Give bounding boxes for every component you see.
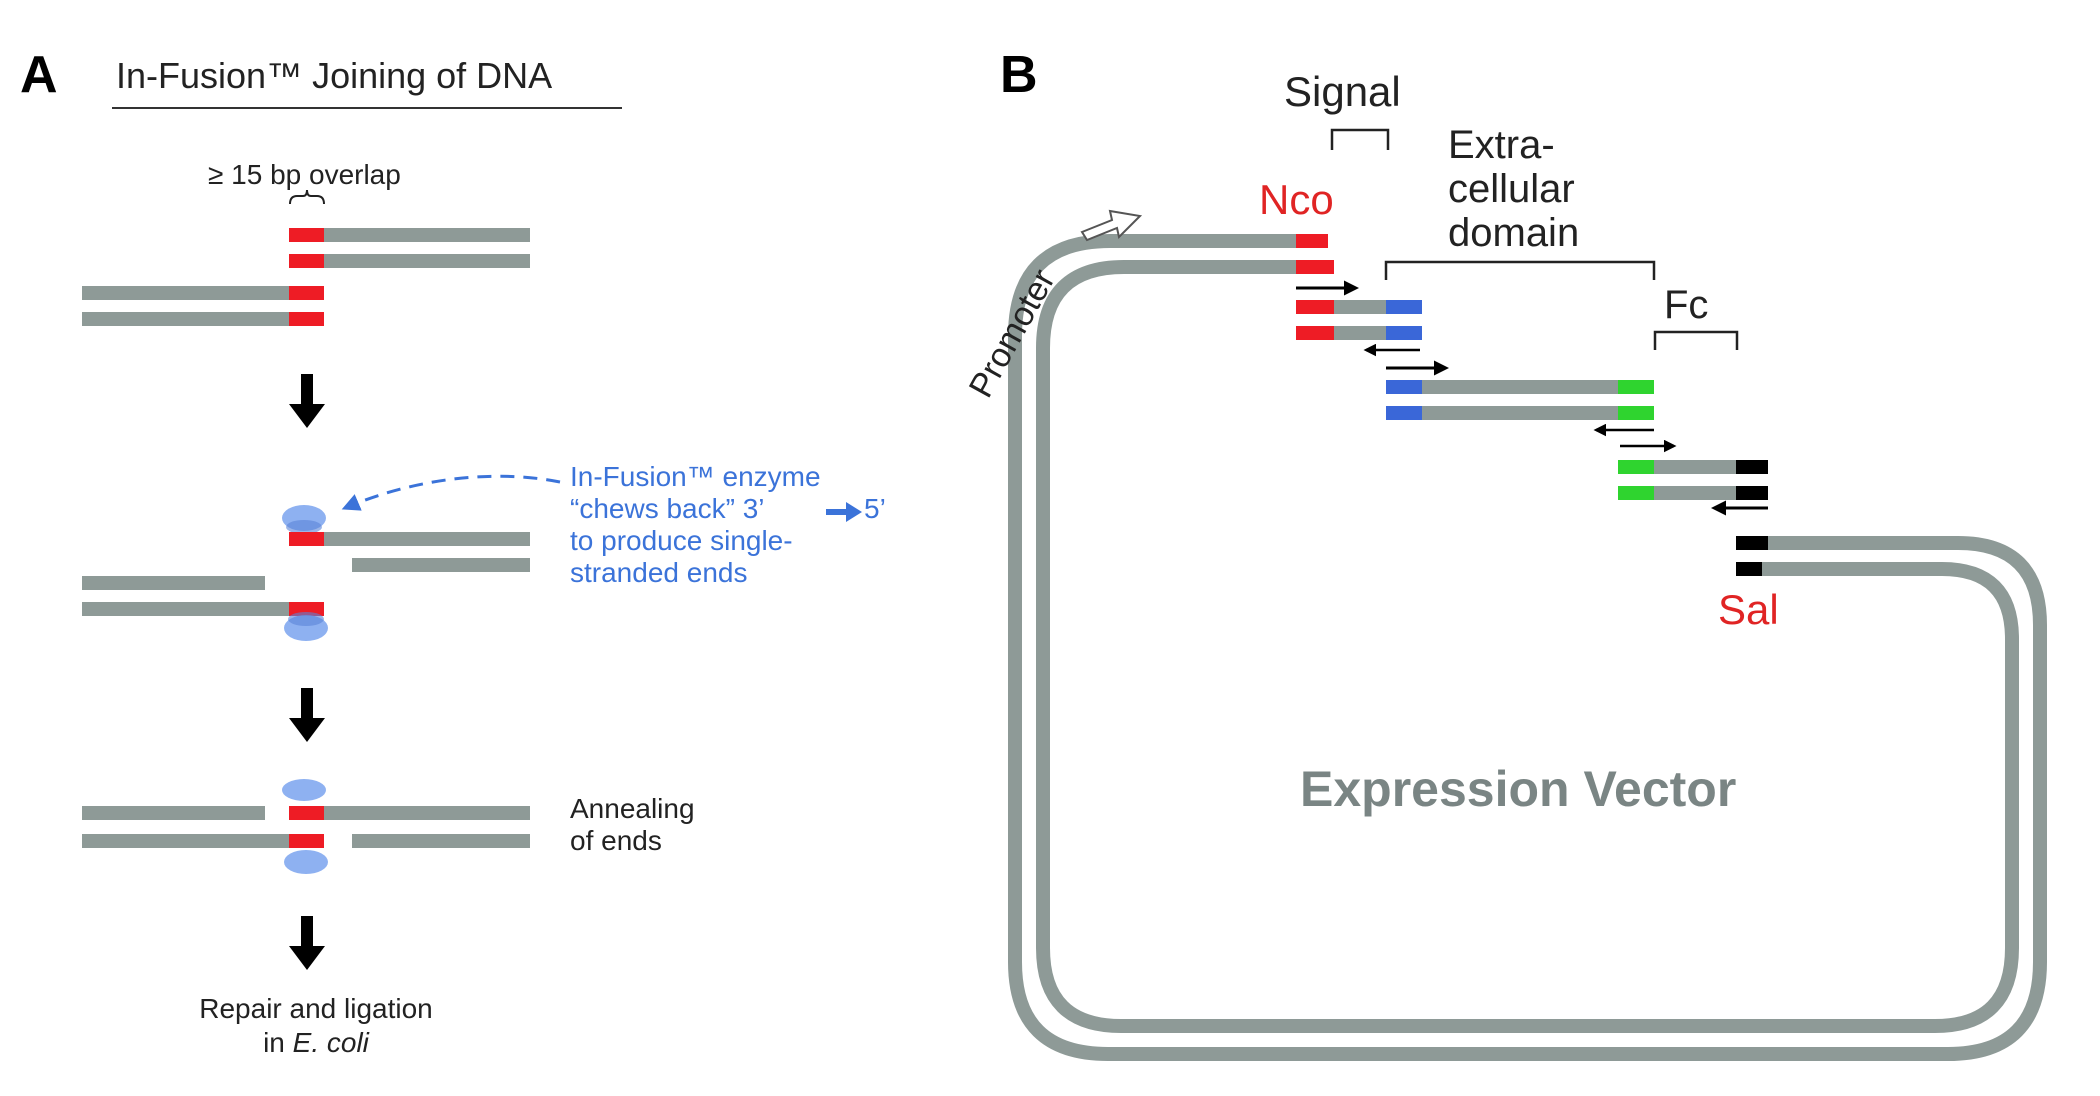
nco-site bbox=[1296, 234, 1328, 248]
signal-fragment bbox=[1296, 280, 1422, 357]
overlap-segment bbox=[289, 602, 324, 616]
nco-site bbox=[1296, 260, 1334, 274]
overlap-segment bbox=[289, 806, 324, 820]
dna-strand bbox=[1334, 326, 1386, 340]
signal-end bbox=[1386, 326, 1422, 340]
dna-stage-3 bbox=[82, 779, 530, 874]
dna-strand bbox=[82, 286, 289, 300]
repair-label-in: in bbox=[263, 1027, 293, 1058]
fc-end bbox=[1618, 460, 1654, 474]
dna-strand bbox=[1422, 380, 1618, 394]
down-arrow-icon bbox=[289, 688, 325, 742]
signal-end bbox=[1386, 300, 1422, 314]
signal-end bbox=[1386, 380, 1422, 394]
dna-strand bbox=[82, 834, 289, 848]
repair-label-line-1: Repair and ligation bbox=[199, 993, 433, 1024]
dna-strand bbox=[82, 312, 289, 326]
ecd-bracket bbox=[1384, 260, 1656, 280]
promoter-arrow-icon bbox=[1080, 209, 1143, 242]
dna-strand bbox=[1654, 460, 1736, 474]
sal-end bbox=[1736, 486, 1768, 500]
dna-strand bbox=[324, 228, 530, 242]
nco-label: Nco bbox=[1259, 176, 1334, 223]
signal-end bbox=[1386, 406, 1422, 420]
sal-site bbox=[1736, 536, 1768, 550]
down-arrow-icon bbox=[289, 916, 325, 970]
panel-a: A In-Fusion™ Joining of DNA ≥ 15 bp over… bbox=[20, 46, 886, 1058]
dna-strand bbox=[324, 254, 530, 268]
fc-bracket bbox=[1653, 330, 1739, 350]
panel-b-letter: B bbox=[1000, 46, 1038, 104]
vector-label: Expression Vector bbox=[1300, 761, 1736, 817]
dna-strand bbox=[82, 602, 289, 616]
enzyme-icon bbox=[286, 520, 322, 534]
signal-bracket bbox=[1330, 128, 1390, 150]
overlap-segment bbox=[289, 532, 324, 546]
dna-strand bbox=[352, 834, 530, 848]
enzyme-icon bbox=[288, 612, 324, 626]
direction-arrow-icon bbox=[826, 502, 862, 522]
enzyme-icon bbox=[284, 850, 328, 874]
annealing-label-line-2: of ends bbox=[570, 825, 662, 856]
annealing-label: Annealing of ends bbox=[570, 793, 695, 856]
panel-b: B Nco Sal Promoter Signal Extra- cellula… bbox=[962, 46, 2047, 1061]
vector-backbone-outer bbox=[1008, 234, 2047, 1061]
overlap-segment bbox=[1296, 326, 1334, 340]
enzyme-pointer-arrow bbox=[341, 474, 561, 511]
enzyme-note-line-1: In-Fusion™ enzyme bbox=[570, 461, 821, 492]
overlap-brace bbox=[289, 189, 325, 205]
sal-end bbox=[1736, 460, 1768, 474]
fc-fragment bbox=[1618, 439, 1768, 516]
dna-strand bbox=[324, 532, 530, 546]
overlap-segment bbox=[289, 228, 324, 242]
fc-end bbox=[1618, 486, 1654, 500]
dna-strand bbox=[82, 576, 265, 590]
dna-stage-1 bbox=[82, 228, 530, 326]
ecd-label-line-2: cellular bbox=[1448, 167, 1575, 211]
enzyme-note: In-Fusion™ enzyme “chews back” 3’ 5’ to … bbox=[570, 461, 886, 588]
overlap-segment bbox=[1296, 300, 1334, 314]
ecd-label-line-3: domain bbox=[1448, 211, 1579, 255]
dna-stage-2 bbox=[82, 505, 530, 641]
enzyme-note-line-3: to produce single- bbox=[570, 525, 793, 556]
sal-label: Sal bbox=[1718, 586, 1779, 633]
enzyme-note-line-2: “chews back” 3’ bbox=[570, 493, 765, 524]
panel-a-letter: A bbox=[20, 46, 58, 104]
panel-a-title: In-Fusion™ Joining of DNA bbox=[116, 55, 552, 96]
vector-backbone-inner bbox=[1036, 260, 2019, 1033]
repair-label: Repair and ligation in E. coli bbox=[199, 993, 433, 1058]
dna-strand bbox=[82, 806, 265, 820]
fc-end bbox=[1618, 380, 1654, 394]
down-arrow-icon bbox=[289, 374, 325, 428]
repair-label-line-2: in E. coli bbox=[263, 1027, 370, 1058]
fc-end bbox=[1618, 406, 1654, 420]
annealing-label-line-1: Annealing bbox=[570, 793, 695, 824]
overlap-segment bbox=[289, 286, 324, 300]
overlap-segment bbox=[289, 312, 324, 326]
overlap-segment bbox=[289, 254, 324, 268]
dna-strand bbox=[324, 806, 530, 820]
signal-label: Signal bbox=[1284, 68, 1401, 115]
overlap-segment bbox=[289, 834, 324, 848]
repair-label-organism: E. coli bbox=[293, 1027, 370, 1058]
ecd-label: Extra- cellular domain bbox=[1448, 123, 1579, 255]
dna-strand bbox=[1334, 300, 1386, 314]
overlap-label: ≥ 15 bp overlap bbox=[208, 159, 401, 190]
enzyme-note-5prime: 5’ bbox=[864, 493, 886, 524]
dna-strand bbox=[352, 558, 530, 572]
fc-label: Fc bbox=[1664, 283, 1708, 327]
sal-site bbox=[1736, 562, 1762, 576]
dna-strand bbox=[1422, 406, 1618, 420]
ecd-label-line-1: Extra- bbox=[1448, 123, 1555, 167]
dna-strand bbox=[1654, 486, 1736, 500]
enzyme-icon bbox=[282, 779, 326, 801]
enzyme-note-line-4: stranded ends bbox=[570, 557, 747, 588]
ecd-fragment bbox=[1386, 360, 1654, 437]
